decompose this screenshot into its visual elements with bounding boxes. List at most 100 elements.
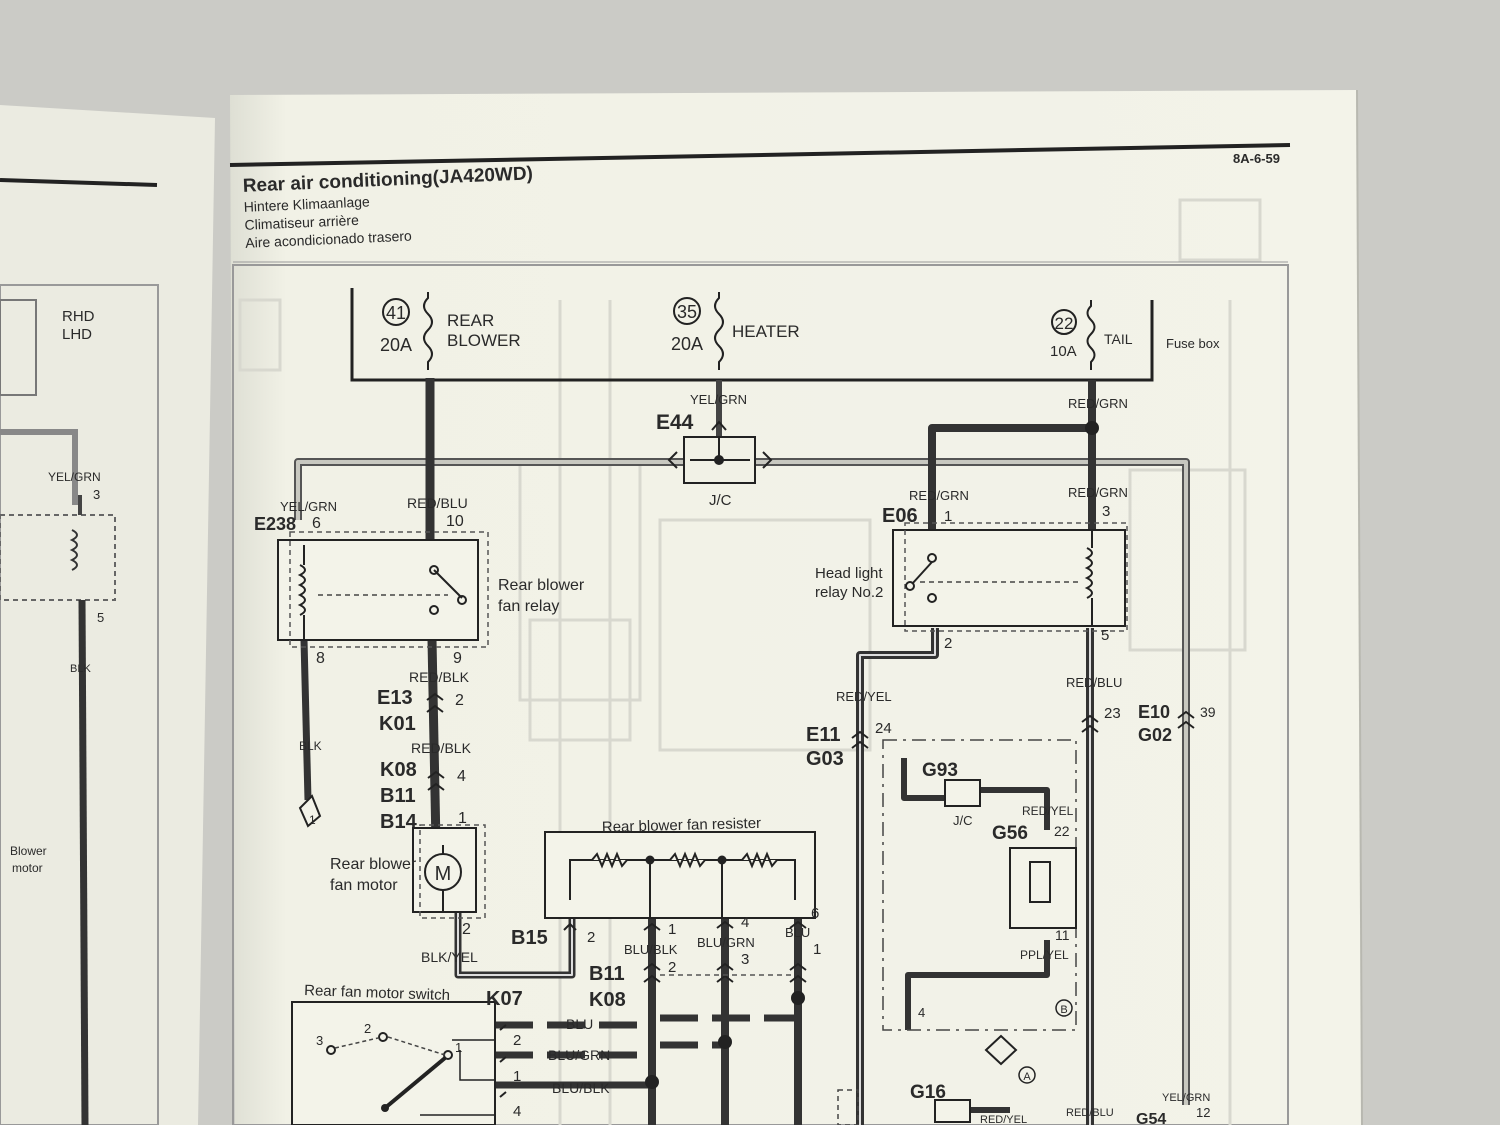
hl-relay-pin-coil: 3 [1102, 503, 1110, 520]
fuse-name-22: TAIL [1104, 331, 1133, 347]
switch-wire-blu: BLU [566, 1016, 593, 1032]
conn-e13: E13 [377, 687, 413, 709]
switch-contact-1: 1 [455, 1040, 462, 1055]
subtitle-fr: Climatiseur arrière [244, 212, 359, 233]
junction-label: J/C [709, 492, 732, 509]
rhd-label: RHD [62, 308, 95, 325]
motor-pin-out: 2 [462, 921, 471, 938]
conn-k08-2: K08 [589, 989, 626, 1011]
conn-g02: G02 [1138, 725, 1172, 745]
left-page-text: RHD LHD YEL/GRN 3 5 BLK Blower motor [10, 308, 104, 875]
pin-4-right: 4 [918, 1005, 925, 1020]
show-through [238, 198, 1262, 1125]
right-page [230, 90, 1362, 1125]
motor-symbol: M [435, 863, 452, 885]
junction-connector: YEL/GRN E44 J/C [656, 392, 773, 509]
switch-pin-1: 1 [513, 1068, 521, 1085]
fuse-number-35: 35 [677, 302, 697, 322]
resistor-connector-id: B15 [511, 927, 548, 949]
relay-pin-out: 9 [453, 650, 462, 667]
left-page-content [0, 178, 159, 1125]
conn-e11: E11 [806, 724, 840, 746]
relay-wire-in: YEL/GRN [280, 499, 337, 514]
fan-resistor: Rear blower fan resister B15 2 1 4 6 BLU… [511, 815, 819, 957]
left-blk-label: BLK [70, 663, 91, 675]
rear-blower-relay: Rear blower fan relay E238 YEL/GRN 6 RED… [254, 495, 585, 828]
fan-switch: Rear fan motor switch K07 2 1 4 BLU BLU/… [291, 982, 610, 1125]
switch-pin-2: 2 [513, 1032, 521, 1049]
hl-relay-connector: E06 [882, 505, 918, 527]
b11-k08-connector: B11 K08 2 3 1 [589, 941, 821, 1089]
motor-wire-out: BLK/YEL [421, 949, 478, 965]
hl-relay-name-line1: Head light [815, 565, 883, 582]
conn-g03: G03 [806, 748, 844, 770]
fuse-box-label: Fuse box [1166, 336, 1220, 351]
resistor-pin-4: 4 [741, 914, 749, 931]
hl-relay-name-line2: relay No.2 [815, 584, 883, 601]
fuse-heater: 35 20A HEATER [671, 292, 800, 370]
conn-b14: B14 [380, 811, 418, 833]
g56-pin1: 22 [1054, 823, 1070, 839]
hl-relay-pin-out: 2 [944, 635, 952, 652]
rear-blower-motor: M Rear blower fan motor 2 BLK/YEL [330, 824, 486, 965]
conn-k08: K08 [380, 759, 417, 781]
left-motor-label: motor [12, 861, 43, 875]
motor-path-wire: RED/BLK [411, 740, 472, 756]
fuse-number-41: 41 [386, 303, 406, 323]
pin-12: 12 [1196, 1105, 1210, 1120]
g16-wire: RED/YEL [980, 1114, 1027, 1125]
g56-wire2: PPL/YEL [1020, 948, 1069, 962]
fuse-name-35: HEATER [732, 322, 800, 341]
bottom-wire-redblu: RED/BLU [1066, 1107, 1114, 1119]
g54-label: G54 [1136, 1111, 1166, 1125]
switch-wire-blugrn: BLU/GRN [548, 1047, 610, 1063]
left-wire-label: YEL/GRN [48, 470, 101, 484]
page-number: 8A-6-59 [1233, 151, 1280, 166]
switch-wire-blublk: BLU/BLK [552, 1080, 610, 1096]
g56-pin2: 11 [1055, 927, 1070, 943]
relay-wire-ground: BLK [299, 739, 322, 753]
resistor-title: Rear blower fan resister [602, 815, 762, 836]
conn-b11: B11 [380, 785, 416, 807]
relay-pin-power: 10 [446, 513, 464, 530]
fuse-number-22: 22 [1055, 314, 1074, 333]
pin-39: 39 [1200, 704, 1216, 720]
subtitle-es: Aire acondicionado trasero [245, 228, 412, 251]
b11-pin-1: 1 [813, 941, 821, 958]
conn-e13-pin: 2 [455, 692, 464, 709]
hl-relay-wire-coil: RED/GRN [1068, 485, 1128, 500]
bottom-wire-yelgrn: YEL/GRN [1162, 1092, 1210, 1104]
left-blower-label: Blower [10, 844, 47, 858]
fuse-rear-blower: 41 20A REAR BLOWER [380, 292, 521, 370]
fuse-rating-35: 20A [671, 334, 703, 354]
fuse-name-41-line1: REAR [447, 311, 494, 330]
fuse-rating-41: 20A [380, 335, 412, 355]
pin-23: 23 [1104, 705, 1121, 722]
fuse-name-41-line2: BLOWER [447, 331, 521, 350]
right-section: RED/YEL E11 G03 24 RED/BLU 23 E10 G02 39… [806, 675, 1216, 1125]
lhd-label: LHD [62, 326, 92, 343]
switch-contact-2: 2 [364, 1021, 371, 1036]
mark-b: B [1060, 1004, 1067, 1016]
hl-relay-pin-in: 1 [944, 508, 952, 525]
wire-redyel: RED/YEL [836, 689, 892, 704]
headlight-relay: Head light relay No.2 E06 RED/GRN 1 RED/… [815, 396, 1128, 652]
relay-pin-ground: 8 [316, 650, 325, 667]
relay-ground-ref: 1 [309, 813, 316, 827]
conn-e10: E10 [1138, 702, 1170, 722]
conn-b14-pin: 1 [458, 810, 467, 827]
conn-k01: K01 [379, 713, 416, 735]
g16-label: G16 [910, 1082, 946, 1103]
fuse-tail: 22 10A TAIL [1050, 300, 1133, 370]
g56-label: G56 [992, 823, 1028, 844]
fuse-tail-wire: RED/GRN [1068, 396, 1128, 411]
conn-b11-2: B11 [589, 963, 625, 985]
pin-24: 24 [875, 720, 892, 737]
relay-connector-id: E238 [254, 514, 296, 534]
switch-contact-3: 3 [316, 1033, 323, 1048]
conn-k08-pin: 4 [457, 768, 466, 785]
diagram-frame [232, 264, 1289, 1125]
g93-jc: J/C [953, 813, 973, 828]
motor-name-line2: fan motor [330, 877, 398, 894]
